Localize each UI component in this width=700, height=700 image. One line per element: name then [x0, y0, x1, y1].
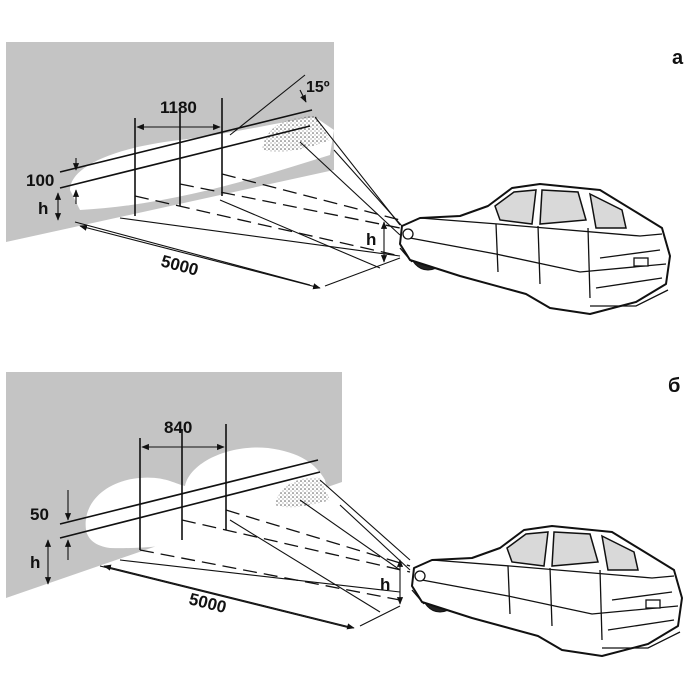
offset-label-b: 50 — [30, 505, 49, 524]
panel-letter-a: а — [672, 47, 684, 69]
angle-label-a: 15º — [306, 79, 330, 96]
height-label-car-a: h — [366, 230, 376, 249]
height-label-b: h — [30, 553, 40, 572]
panel-b: 840 50 h h 5000 б — [6, 372, 683, 657]
offset-label-a: 100 — [26, 171, 54, 190]
spacing-label-a: 1180 — [160, 98, 197, 117]
height-label-car-b: h — [380, 575, 390, 594]
car-a — [399, 183, 671, 315]
height-label-a: h — [38, 199, 48, 218]
car-b — [411, 525, 683, 657]
spacing-label-b: 840 — [164, 418, 192, 437]
distance-label-b: 5000 — [187, 589, 228, 617]
panel-a: 1180 15º 100 h h 5000 а — [6, 42, 684, 315]
panel-letter-b: б — [668, 375, 680, 397]
